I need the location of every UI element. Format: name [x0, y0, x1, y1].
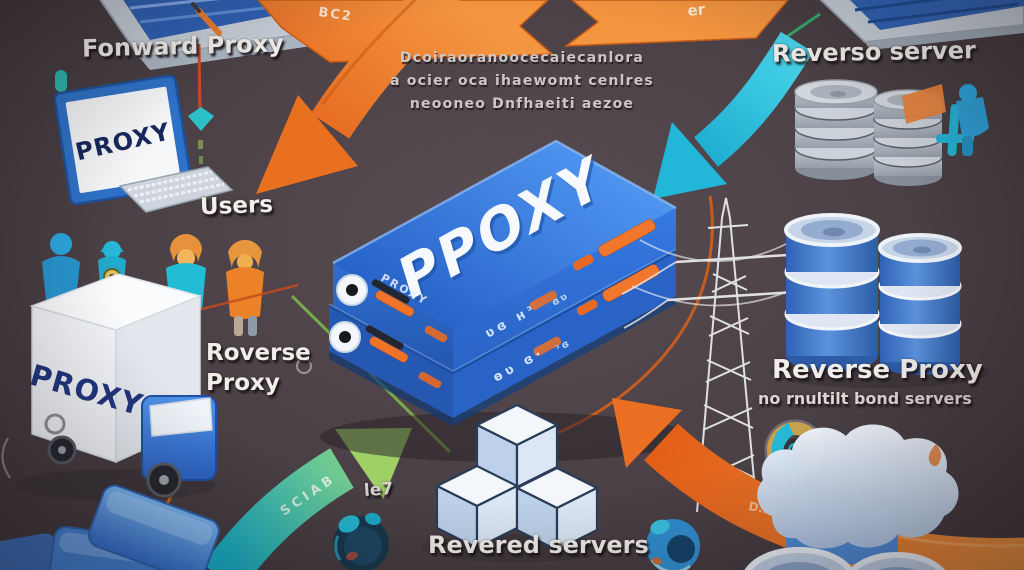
reverse-proxy-right-label: Reverse Proxy	[772, 355, 983, 385]
user-figure-orange	[226, 239, 264, 336]
database-stack-blue-right	[878, 233, 962, 375]
caption-line-1: Dcoiraoranoocecaiecanlora	[399, 50, 645, 66]
circled-e-mark	[296, 358, 312, 374]
marker-vertical-left	[55, 70, 67, 133]
reverse-proxy-left-line2: Proxy	[206, 370, 280, 396]
users-label: Users	[199, 191, 274, 221]
proxy-monitor: PROXY	[53, 74, 193, 206]
reversed-servers-label: Revered servers	[428, 531, 649, 559]
orange-band	[902, 84, 946, 124]
database-stack-gray-left	[794, 79, 878, 180]
wheel-ring-detail	[44, 413, 66, 435]
le7-label: le7	[363, 479, 394, 501]
cloud-icon	[757, 424, 959, 549]
paren-mark	[1, 437, 11, 479]
marker-vertical-center	[188, 43, 214, 179]
database-drums-bottom	[744, 547, 946, 570]
truck-windshield	[149, 397, 213, 437]
reverse-proxy-left-label: Roverse Proxy	[206, 338, 311, 398]
arrow-orange-topleft	[256, 0, 464, 194]
globe-icon-right	[646, 519, 700, 570]
proxy-truck: PROXY	[15, 273, 217, 501]
caption-line-2: a ocier oca ihaewomt cenlres	[390, 73, 654, 89]
cube-top	[475, 403, 559, 489]
caption-line-3: neooneo Dnfhaeiti aezoe	[409, 96, 635, 112]
reverse-proxy-left-line1: Roverse	[206, 340, 311, 366]
cube-stack	[422, 403, 612, 562]
laptop-top-right-icon	[781, 0, 1024, 50]
green-pen-mark	[781, 12, 821, 42]
globe-icon-left	[333, 512, 389, 570]
ribbon-left-text: BC2	[317, 5, 353, 25]
keyboard-icon	[118, 166, 234, 213]
person-plus-icon	[936, 84, 989, 157]
database-stack-gray-right	[873, 84, 946, 186]
cube-bottom-left	[435, 464, 519, 550]
arrow-cyan-down	[653, 31, 814, 199]
forward-proxy-label: Fonward Proxy	[81, 29, 285, 63]
server-vent-orange	[375, 290, 415, 317]
orange-pen-icon	[191, 2, 222, 36]
boxes-bottom-left	[0, 484, 220, 570]
reverse-server-label: Reverso server	[771, 36, 977, 68]
ribbon-right-text: er	[687, 0, 707, 20]
ribbon-right: er	[563, 0, 789, 47]
cube-bottom-right	[515, 466, 599, 552]
garbled-caption: Dcoiraoranoocecaiecanlora a ocier oca ih…	[357, 47, 687, 116]
flame-mark	[928, 444, 942, 466]
reverse-proxy-right-sublabel: no rnultilt bond servers	[758, 389, 972, 408]
